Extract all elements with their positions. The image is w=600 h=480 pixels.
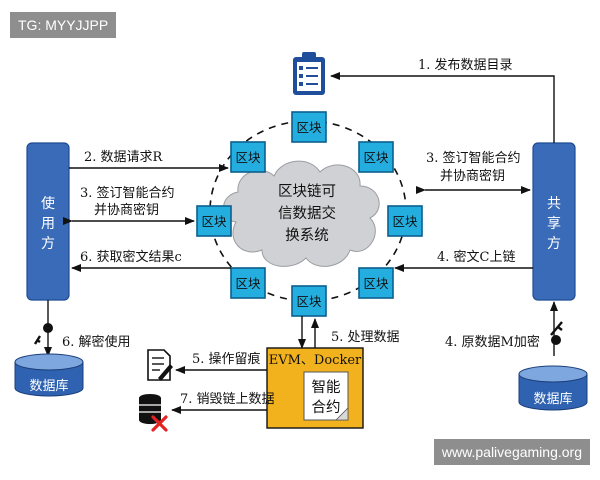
sharer-db-label: 数据库 (533, 391, 572, 407)
cloud-text-line-1: 区块链可 (278, 183, 336, 200)
blockchain-cloud: 区块链可 信数据交 换系统 (223, 160, 380, 267)
block-right: 区块 (387, 205, 423, 237)
block-bottom-right: 区块 (358, 267, 394, 299)
key-icon (33, 323, 53, 345)
step-destroy: 7. 销毁链上数据 (180, 392, 275, 407)
document-log-icon (147, 349, 173, 381)
step-sign-right-1: 3. 签订智能合约 (426, 150, 521, 166)
svg-text:区块: 区块 (363, 150, 389, 165)
user-pillar-label-1: 使 (41, 195, 55, 212)
block-bottom: 区块 (291, 285, 327, 317)
user-pillar-label-2: 用 (41, 216, 55, 232)
step-sign-left-1: 3. 签订智能合约 (80, 185, 175, 201)
svg-text:区块: 区块 (392, 214, 418, 229)
step-log: 5. 操作留痕 (192, 351, 261, 367)
clipboard-icon (293, 52, 325, 95)
step-sign-left-2: 并协商密钥 (94, 202, 159, 218)
database-delete-icon (139, 394, 168, 432)
sharer-pillar-label-1: 共 (547, 196, 561, 212)
block-bottom-left: 区块 (230, 267, 266, 299)
step-publish: 1. 发布数据目录 (418, 57, 513, 73)
block-top: 区块 (291, 111, 327, 143)
user-pillar: 使 用 方 (26, 142, 70, 301)
user-database: 数据库 (14, 353, 84, 397)
watermark-bottom: www.palivegaming.org (433, 439, 590, 465)
contract-title: EVM、Docker (269, 353, 362, 368)
block-left: 区块 (196, 205, 232, 237)
step-decrypt: 6. 解密使用 (62, 334, 131, 350)
step-sign-right-2: 并协商密钥 (440, 168, 505, 184)
user-pillar-label-3: 方 (41, 236, 55, 252)
arrow-publish (330, 72, 555, 143)
sharer-pillar-label-2: 享 (547, 215, 561, 232)
contract-inner-1: 智能 (312, 379, 341, 396)
key-icon-right (550, 321, 563, 345)
watermark-top: TG: MYYJJPP (10, 12, 117, 38)
svg-text:区块: 区块 (201, 214, 227, 229)
svg-text:区块: 区块 (296, 294, 322, 309)
svg-text:区块: 区块 (235, 276, 261, 291)
svg-text:区块: 区块 (296, 120, 322, 135)
step-result: 6. 获取密文结果c (80, 249, 182, 265)
step-process: 5. 处理数据 (331, 330, 400, 345)
user-db-label: 数据库 (29, 378, 68, 394)
svg-text:区块: 区块 (235, 150, 261, 165)
contract-box: EVM、Docker 智能 合约 (266, 347, 364, 429)
contract-inner-2: 合约 (312, 399, 341, 416)
step-request: 2. 数据请求R (84, 150, 164, 165)
step-encrypt: 4. 原数据M加密 (445, 334, 540, 350)
svg-text:区块: 区块 (363, 276, 389, 291)
sharer-database: 数据库 (518, 365, 588, 411)
cloud-text-line-3: 换系统 (285, 227, 329, 244)
cloud-text-line-2: 信数据交 (278, 204, 336, 222)
block-top-right: 区块 (358, 141, 394, 173)
block-top-left: 区块 (230, 141, 266, 173)
sharer-pillar: 共 享 方 (532, 142, 576, 301)
step-ciphertext: 4. 密文C上链 (437, 249, 515, 265)
sharer-pillar-label-3: 方 (547, 236, 561, 252)
